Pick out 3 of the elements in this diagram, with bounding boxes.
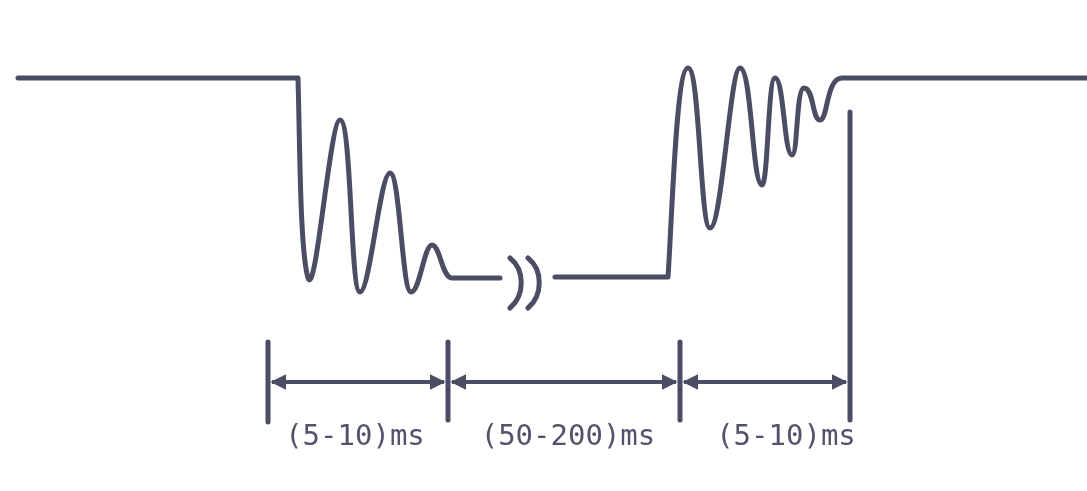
duration-label: (5-10)ms — [716, 418, 856, 452]
duration-label: (50-200)ms — [480, 418, 656, 452]
duration-label: (5-10)ms — [285, 418, 425, 452]
